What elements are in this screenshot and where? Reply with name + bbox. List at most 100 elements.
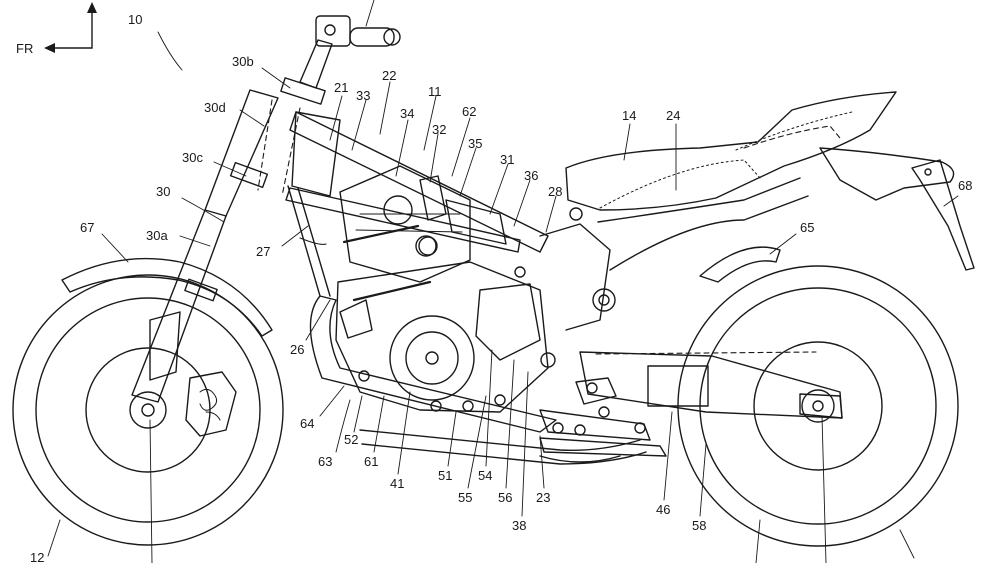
intake-components <box>299 175 507 256</box>
link-bolt <box>586 382 598 394</box>
rear-license-bracket <box>911 159 975 271</box>
leader-lines <box>47 0 959 563</box>
switch-knob <box>324 24 336 36</box>
ref-12: 12 <box>30 550 44 563</box>
reference-numerals: 10 30b 30d 30c 30 30a 67 12 21 33 22 11 … <box>30 12 972 563</box>
rear-hugger <box>699 246 781 283</box>
seat-and-tail <box>565 91 955 271</box>
ref-30b: 30b <box>232 54 254 69</box>
leader-front-axle-down <box>149 419 153 563</box>
link-pivot-2 <box>574 424 586 436</box>
ref-27: 27 <box>256 244 270 259</box>
link-pivot-3 <box>634 422 646 434</box>
leader-10 <box>157 31 183 71</box>
leader-56 <box>505 359 515 489</box>
leader-62 <box>451 117 471 177</box>
steering-shaft-dash-2 <box>281 107 301 197</box>
ref-51: 51 <box>438 468 452 483</box>
exhaust <box>359 429 647 465</box>
engine-clutch-cover-inner <box>405 331 459 385</box>
engine-bolt-2 <box>430 400 442 412</box>
ref-28: 28 <box>548 184 562 199</box>
engine-cam-chain-rear <box>352 280 432 302</box>
engine-assembly <box>335 165 549 413</box>
tail-cowl <box>819 147 955 201</box>
rear-tire-outer <box>677 265 959 547</box>
steering-shaft-dash <box>257 99 273 191</box>
license-bracket <box>911 159 975 271</box>
wiring-harness <box>299 237 327 245</box>
ref-54: 54 <box>478 468 492 483</box>
engine-case-cover <box>475 283 541 361</box>
leader-41 <box>397 391 411 475</box>
leader-64 <box>319 385 345 417</box>
engine-cam-chain-front <box>342 224 420 244</box>
ref-30a: 30a <box>146 228 168 243</box>
ref-33: 33 <box>356 88 370 103</box>
front-rim <box>85 347 211 473</box>
leader-61 <box>373 395 385 453</box>
engine-cylinder-block <box>339 165 471 283</box>
engine-cylinder-detail <box>355 213 463 233</box>
ref-56: 56 <box>498 490 512 505</box>
handlebar-switch-box <box>315 15 351 47</box>
ref-61: 61 <box>364 454 378 469</box>
ref-14: 14 <box>622 108 636 123</box>
ref-52: 52 <box>344 432 358 447</box>
frame-mount-bolt <box>569 207 583 221</box>
ref-55: 55 <box>458 490 472 505</box>
frame-head-gusset <box>291 111 341 197</box>
engine-clutch-center <box>425 351 439 365</box>
front-caliper-detail-2 <box>205 411 221 421</box>
tail-subframe <box>597 177 801 223</box>
leader-65 <box>769 233 797 255</box>
license-bracket-bolt <box>924 168 932 176</box>
front-arrow-head <box>44 43 55 53</box>
leader-14 <box>623 123 631 161</box>
swingarm <box>579 351 843 419</box>
rear-axle <box>812 400 824 412</box>
frame-upper-tube <box>285 187 521 253</box>
engine-bolt <box>358 370 370 382</box>
ref-46: 46 <box>656 502 670 517</box>
leader-handlebar <box>365 0 375 27</box>
ref-10: 10 <box>128 12 142 27</box>
leader-38 <box>521 371 529 517</box>
leader-11 <box>423 95 437 151</box>
side-stand <box>539 455 621 463</box>
leader-rear-axle-down <box>755 519 761 563</box>
seat-dotted-line-2 <box>735 111 853 151</box>
leader-51 <box>447 411 457 467</box>
ref-65: 65 <box>800 220 814 235</box>
front-direction-label: FR <box>16 41 33 56</box>
ref-30: 30 <box>156 184 170 199</box>
leader-36 <box>513 179 531 227</box>
exhaust-pipe-2 <box>361 443 647 465</box>
leader-54 <box>485 349 493 467</box>
leader-68 <box>943 195 959 207</box>
leader-31 <box>489 163 509 215</box>
swingarm-dash <box>595 351 817 355</box>
fork-protector <box>149 311 181 381</box>
front-tire-outer <box>12 274 284 546</box>
ref-31: 31 <box>500 152 514 167</box>
ref-63: 63 <box>318 454 332 469</box>
rear-tire-inner <box>699 287 937 525</box>
engine-cam-gear-2 <box>415 235 437 257</box>
ref-24: 24 <box>666 108 680 123</box>
leader-58 <box>699 443 707 517</box>
ref-11: 11 <box>428 84 442 99</box>
main-frame <box>285 111 611 433</box>
ref-41: 41 <box>390 476 404 491</box>
engine-crankcase <box>335 261 549 413</box>
ref-38: 38 <box>512 518 526 533</box>
front-caliper-detail <box>199 388 218 411</box>
sensor-unit <box>418 236 438 256</box>
leader-46 <box>663 411 673 501</box>
engine-oil-bracket <box>339 299 373 339</box>
frame-down-tube <box>287 185 321 297</box>
leader-30 <box>181 197 225 223</box>
ref-67: 67 <box>80 220 94 235</box>
